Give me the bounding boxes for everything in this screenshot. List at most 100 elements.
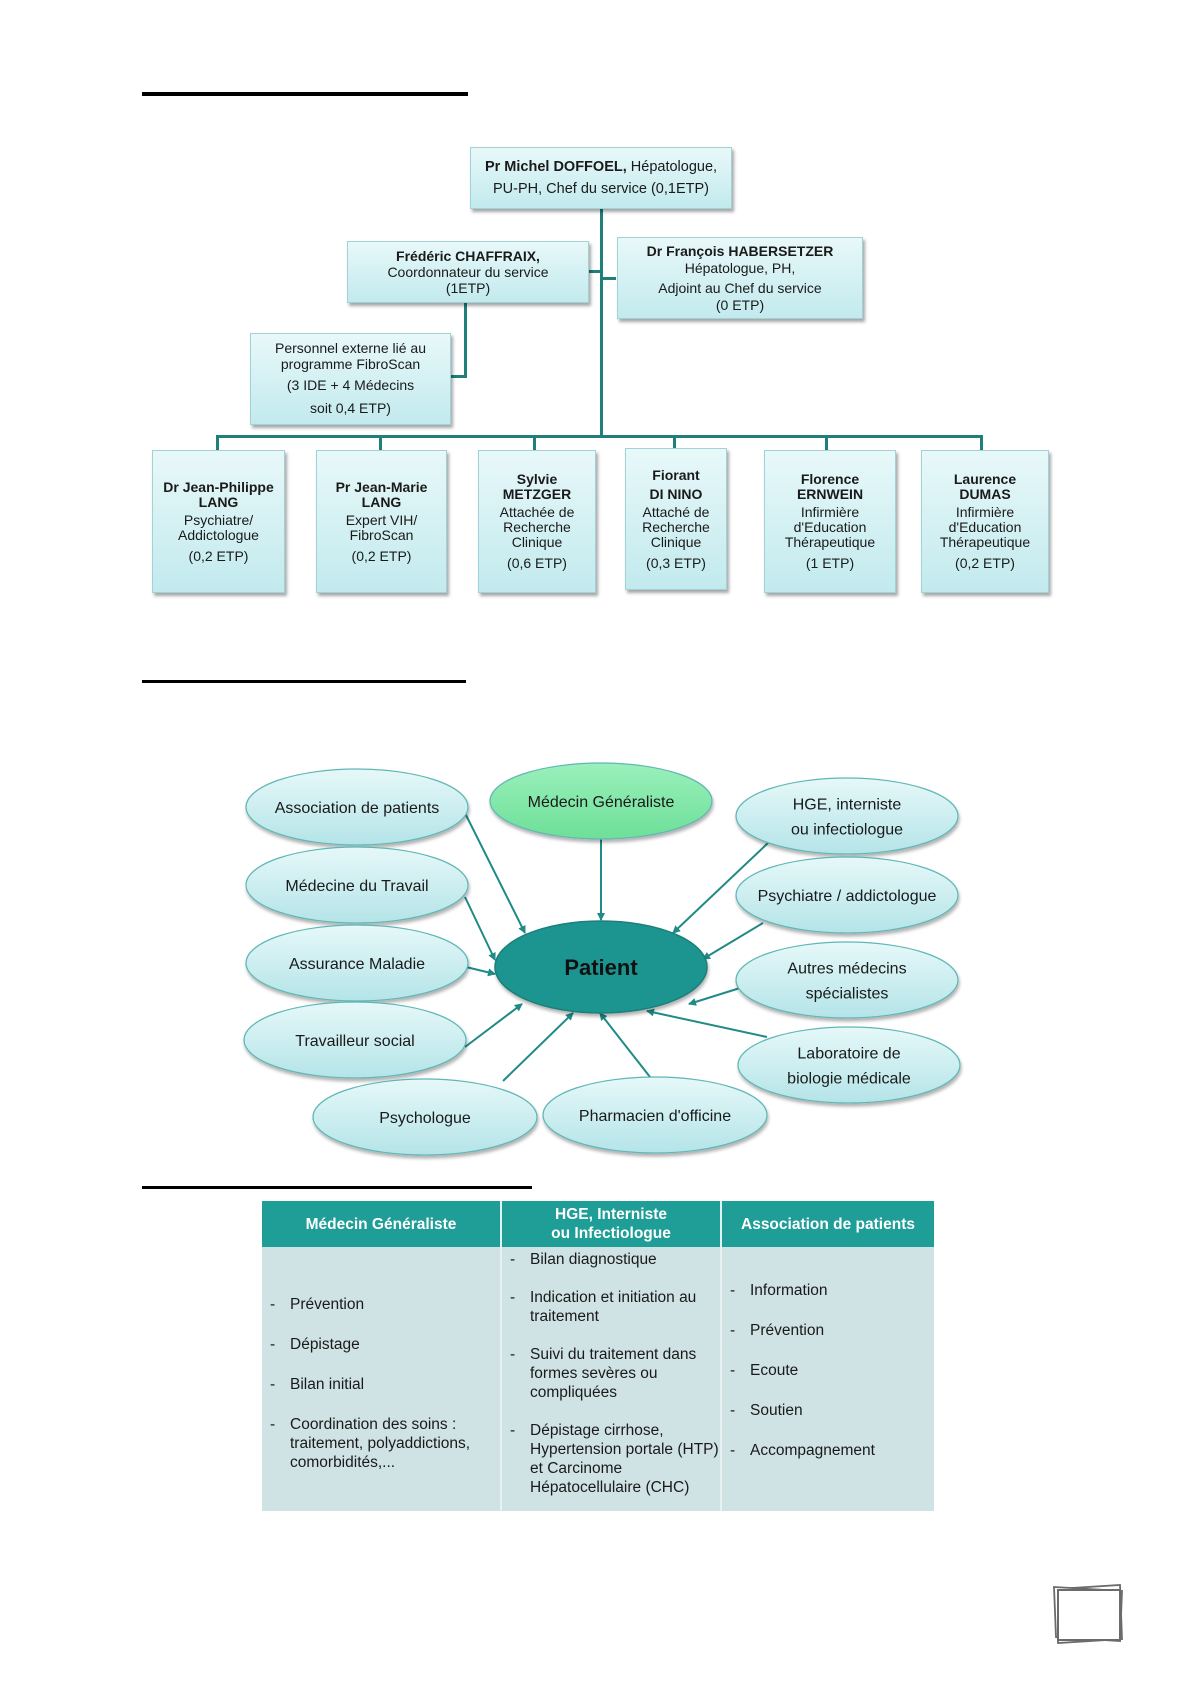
node-label: spécialistes <box>806 986 889 1003</box>
edge-assurance-to-patient <box>465 966 496 977</box>
network-nodes: Association de patients Médecin Généralis… <box>243 762 961 1156</box>
node-label: Association de patients <box>275 800 440 817</box>
staff-etp: (0,3 ETP) <box>646 554 706 571</box>
org-external-box: Personnel externe lié au programme Fibro… <box>250 333 451 425</box>
org-coordinator-box: Frédéric CHAFFRAIX, Coordonnateur du ser… <box>347 241 589 303</box>
list-item: Ecoute <box>722 1361 934 1380</box>
node-label: Médecine du Travail <box>285 878 428 895</box>
staff-name-first: Pr Jean-Marie <box>335 478 428 495</box>
list-item: Bilan diagnostique <box>502 1250 720 1269</box>
staff-name-last: DI NINO <box>649 485 703 502</box>
patient-label: Patient <box>564 955 638 980</box>
staff-name-last: LANG <box>361 493 402 510</box>
org-head-box: Pr Michel DOFFOEL, Hépatologue, PU-PH, C… <box>470 147 732 209</box>
staff-role: Clinique <box>650 533 702 550</box>
connector-staff-2 <box>379 435 382 451</box>
list-item: Bilan initial <box>262 1375 500 1394</box>
node-label: ou infectiologue <box>791 822 903 839</box>
staff-name-last: LANG <box>198 493 239 510</box>
node-generaliste: Médecin Généraliste <box>489 762 713 840</box>
list-item: Soutien <box>722 1401 934 1420</box>
list-item: Prévention <box>722 1321 934 1340</box>
staff-name-first: Fiorant <box>652 466 700 483</box>
node-label: Assurance Maladie <box>289 956 425 973</box>
list-item: Dépistage cirrhose, Hypertension portale… <box>502 1421 720 1497</box>
staff-name-last: ERNWEIN <box>796 486 864 502</box>
connector-staff-4 <box>673 435 676 451</box>
connector-external-h <box>450 375 467 378</box>
edge-laboratoire-to-patient <box>646 1008 768 1038</box>
table-header-label: ou Infectiologue <box>551 1225 671 1242</box>
section-heading-rule-network <box>142 680 466 683</box>
staff-role: d'Education <box>948 519 1022 535</box>
edge-psychologue-to-patient <box>502 1012 574 1082</box>
staff-name-first: Sylvie <box>516 471 558 487</box>
deputy-etp: (0 ETP) <box>715 296 765 313</box>
coordinator-role: Coordonnateur du service <box>387 264 549 280</box>
external-line2: programme FibroScan <box>280 356 421 372</box>
node-label: Psychologue <box>379 1110 471 1127</box>
connector-staff-bus <box>216 435 981 438</box>
staff-etp: (0,2 ETP) <box>955 555 1015 571</box>
connector-trunk <box>600 208 603 436</box>
connector-staff-6 <box>980 435 983 451</box>
staff-etp: (1 ETP) <box>805 555 855 571</box>
edge-association-to-patient <box>462 808 526 934</box>
staff-role: Infirmière <box>955 504 1015 520</box>
patient-node: Patient <box>494 920 708 1014</box>
node-association: Association de patients <box>245 768 469 846</box>
edge-pharmacien-to-patient <box>599 1012 651 1078</box>
table-header-generaliste: Médecin Généraliste <box>262 1201 502 1247</box>
staff-etp: (0,2 ETP) <box>351 547 412 564</box>
staff-name-first: Florence <box>800 471 860 487</box>
node-label: Médecin Généraliste <box>528 794 675 811</box>
coordinator-name: Frédéric CHAFFRAIX, <box>396 248 540 264</box>
node-medecine-travail: Médecine du Travail <box>245 846 469 924</box>
external-line3: (3 IDE + 4 Médecins <box>286 377 415 393</box>
node-label: biologie médicale <box>787 1071 911 1088</box>
coordinator-etp: (1ETP) <box>445 280 491 296</box>
table-header-label: Association de patients <box>741 1215 915 1233</box>
staff-role: Attachée de <box>499 504 575 520</box>
node-travailleur: Travailleur social <box>243 1001 467 1079</box>
connector-coordinator <box>586 270 601 273</box>
staff-name-last: METZGER <box>502 486 572 502</box>
staff-role: Recherche <box>503 519 571 535</box>
node-psychologue: Psychologue <box>312 1078 538 1156</box>
care-network-diagram: Association de patients Médecin Généralis… <box>243 762 961 1156</box>
table-header-label: HGE, Interniste <box>555 1206 667 1223</box>
staff-role: Clinique <box>511 534 563 550</box>
org-deputy-box: Dr François HABERSETZER Hépatologue, PH,… <box>617 237 863 319</box>
node-label: Autres médecins <box>787 961 906 978</box>
node-assurance: Assurance Maladie <box>245 924 469 1002</box>
node-label: Psychiatre / addictologue <box>758 888 937 905</box>
external-line1: Personnel externe lié au <box>275 340 426 356</box>
staff-etp: (0,6 ETP) <box>507 555 567 571</box>
table-header-association: Association de patients <box>721 1201 934 1247</box>
head-role: Hépatologue, <box>626 159 718 175</box>
network-edges <box>462 808 769 1082</box>
edge-autres-to-patient <box>688 987 741 1006</box>
staff-role: Thérapeutique <box>939 534 1031 550</box>
edge-hge-to-patient <box>672 842 769 934</box>
connector-staff-3 <box>533 435 536 451</box>
node-pharmacien: Pharmacien d'officine <box>542 1076 768 1154</box>
edge-travailleur-to-patient <box>464 1003 523 1048</box>
list-item: Accompagnement <box>722 1441 934 1460</box>
table-cell-association: InformationPréventionEcouteSoutienAccomp… <box>721 1247 934 1511</box>
staff-role: Recherche <box>642 518 710 535</box>
connector-external-v <box>464 303 467 377</box>
list-item: Information <box>722 1281 934 1300</box>
deputy-role: Hépatologue, PH, <box>684 259 796 276</box>
external-line4: soit 0,4 ETP) <box>310 400 391 416</box>
table-cell-hge: Bilan diagnostiqueIndication et initiati… <box>501 1247 722 1511</box>
staff-role: Addictologue <box>178 526 259 543</box>
staff-role: Expert VIH/ <box>345 511 418 528</box>
list-item: Suivi du traitement dans formes sevères … <box>502 1345 720 1402</box>
staff-role: Infirmière <box>800 504 860 520</box>
